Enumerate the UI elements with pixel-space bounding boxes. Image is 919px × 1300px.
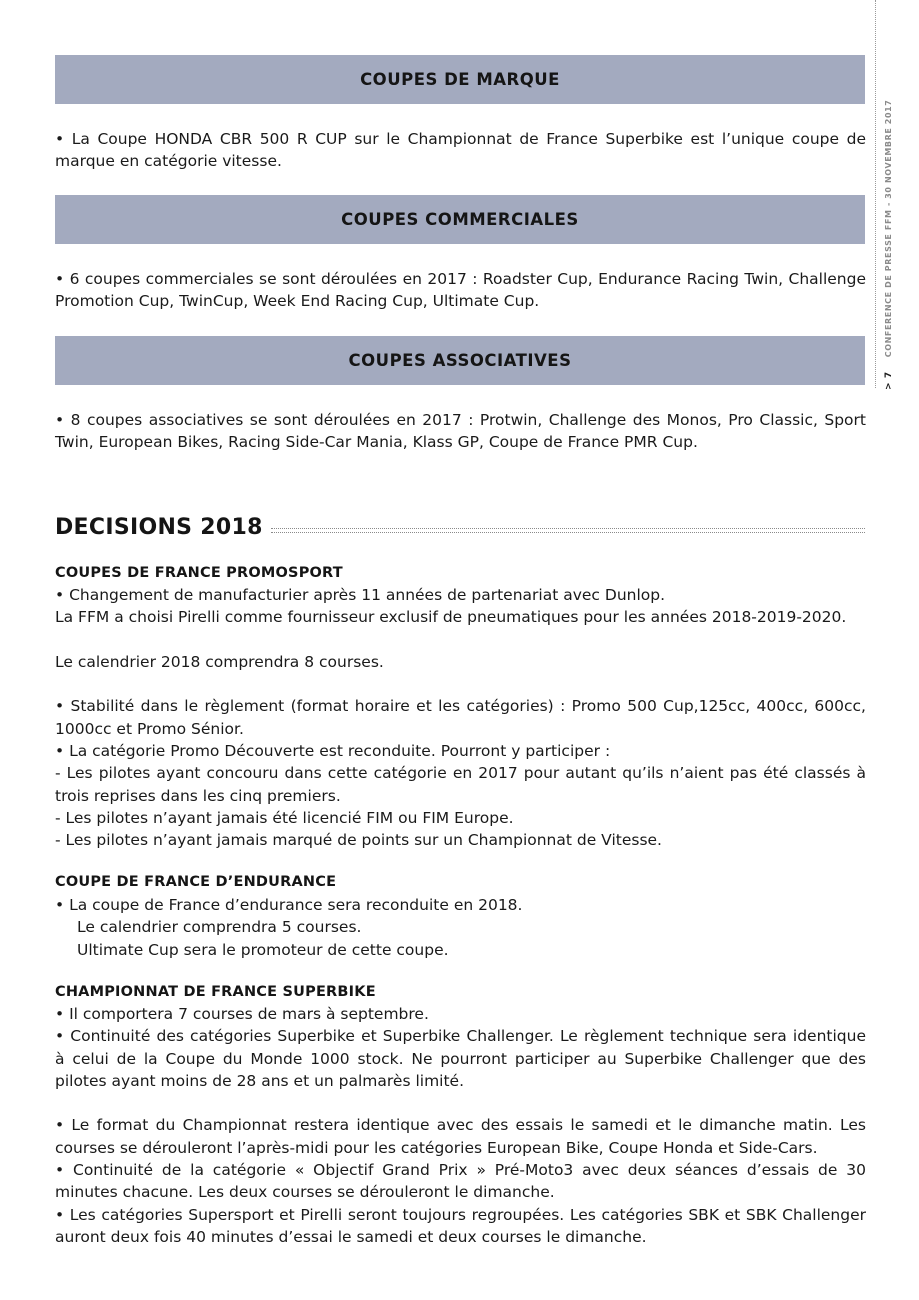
paragraph-coupes-commerciales: • 6 coupes commerciales se sont déroulée… bbox=[55, 270, 866, 310]
promosport-line: • Stabilité dans le règlement (format ho… bbox=[55, 697, 866, 738]
promosport-line: - Les pilotes n’ayant jamais été licenci… bbox=[55, 808, 514, 827]
section-header-coupes-commerciales: COUPES COMMERCIALES bbox=[55, 195, 865, 244]
decisions-title: DECISIONS 2018 bbox=[55, 514, 263, 540]
paragraph-coupes-de-marque: • La Coupe HONDA CBR 500 R CUP sur le Ch… bbox=[55, 130, 866, 170]
promosport-block: • Changement de manufacturier après 11 a… bbox=[55, 584, 866, 852]
superbike-line: • Le format du Championnat restera ident… bbox=[55, 1116, 866, 1157]
promosport-line: • La catégorie Promo Découverte est reco… bbox=[55, 742, 611, 761]
superbike-block: • Il comportera 7 courses de mars à sept… bbox=[55, 1003, 866, 1248]
endurance-block: • La coupe de France d’endurance sera re… bbox=[55, 894, 866, 961]
sidebar-dotted-rule bbox=[875, 0, 876, 388]
superbike-line: • Continuité de la catégorie « Objectif … bbox=[55, 1161, 866, 1202]
promosport-line: • Changement de manufacturier après 11 a… bbox=[55, 586, 666, 604]
endurance-line: Ultimate Cup sera le promoteur de cette … bbox=[77, 940, 449, 959]
endurance-line: Le calendrier comprendra 5 courses. bbox=[77, 918, 362, 937]
sidebar-label: > 7 CONFERENCE DE PRESSE FFM - 30 NOVEMBR… bbox=[884, 100, 900, 730]
paragraph-coupes-associatives: • 8 coupes associatives se sont déroulée… bbox=[55, 411, 866, 451]
promosport-line: Le calendrier 2018 comprendra 8 courses. bbox=[55, 652, 384, 671]
decisions-heading: DECISIONS 2018 bbox=[55, 512, 865, 542]
press-conference-label: CONFERENCE DE PRESSE FFM - 30 NOVEMBRE 2… bbox=[884, 99, 893, 358]
decisions-heading-rule bbox=[270, 527, 865, 533]
subheading-superbike: CHAMPIONNAT DE FRANCE SUPERBIKE bbox=[55, 984, 376, 1000]
superbike-line: • Continuité des catégories Superbike et… bbox=[55, 1027, 866, 1090]
superbike-line: • Les catégories Supersport et Pirelli s… bbox=[55, 1205, 866, 1246]
superbike-line: • Il comportera 7 courses de mars à sept… bbox=[55, 1005, 429, 1023]
section-header-coupes-de-marque: COUPES DE MARQUE bbox=[55, 55, 865, 104]
subheading-promosport: COUPES DE FRANCE PROMOSPORT bbox=[55, 565, 343, 581]
promosport-line: - Les pilotes ayant concouru dans cette … bbox=[55, 764, 866, 805]
subheading-endurance: COUPE DE FRANCE D’ENDURANCE bbox=[55, 874, 337, 890]
page-number: > 7 bbox=[884, 371, 894, 390]
endurance-line: • La coupe de France d’endurance sera re… bbox=[55, 896, 523, 914]
section-header-coupes-associatives: COUPES ASSOCIATIVES bbox=[55, 336, 865, 385]
promosport-line: - Les pilotes n’ayant jamais marqué de p… bbox=[55, 831, 662, 850]
promosport-line: La FFM a choisi Pirelli comme fournisseu… bbox=[55, 608, 847, 627]
